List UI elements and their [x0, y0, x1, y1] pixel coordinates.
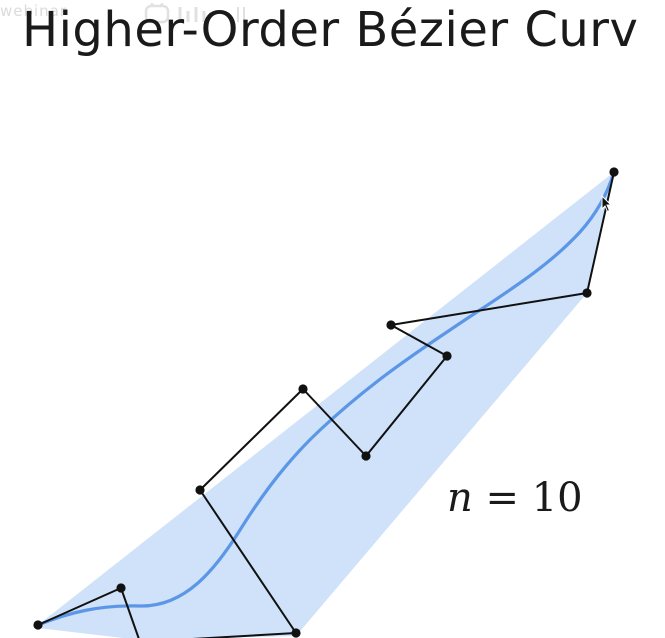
degree-variable: n [447, 475, 473, 521]
slide-title: Higher-Order Bézier Curv [22, 2, 639, 58]
control-point[interactable] [386, 320, 396, 330]
degree-equals: = [485, 475, 519, 521]
control-point[interactable] [609, 167, 619, 177]
watermark-text: webinar [0, 2, 68, 20]
degree-value: 10 [531, 475, 583, 521]
control-point[interactable] [361, 451, 371, 461]
degree-label: n = 10 [447, 478, 583, 518]
control-point[interactable] [582, 288, 592, 298]
control-point[interactable] [298, 384, 308, 394]
convex-hull [38, 172, 614, 638]
control-point[interactable] [33, 620, 43, 630]
control-point[interactable] [442, 351, 452, 361]
control-points [33, 167, 619, 638]
control-point[interactable] [291, 628, 301, 638]
bezier-curve [36, 170, 616, 627]
control-point[interactable] [195, 485, 205, 495]
arrow-cursor-icon [601, 194, 613, 213]
watermark: webinar [0, 0, 290, 28]
control-point[interactable] [116, 583, 126, 593]
bilibili-logo [144, 3, 245, 24]
